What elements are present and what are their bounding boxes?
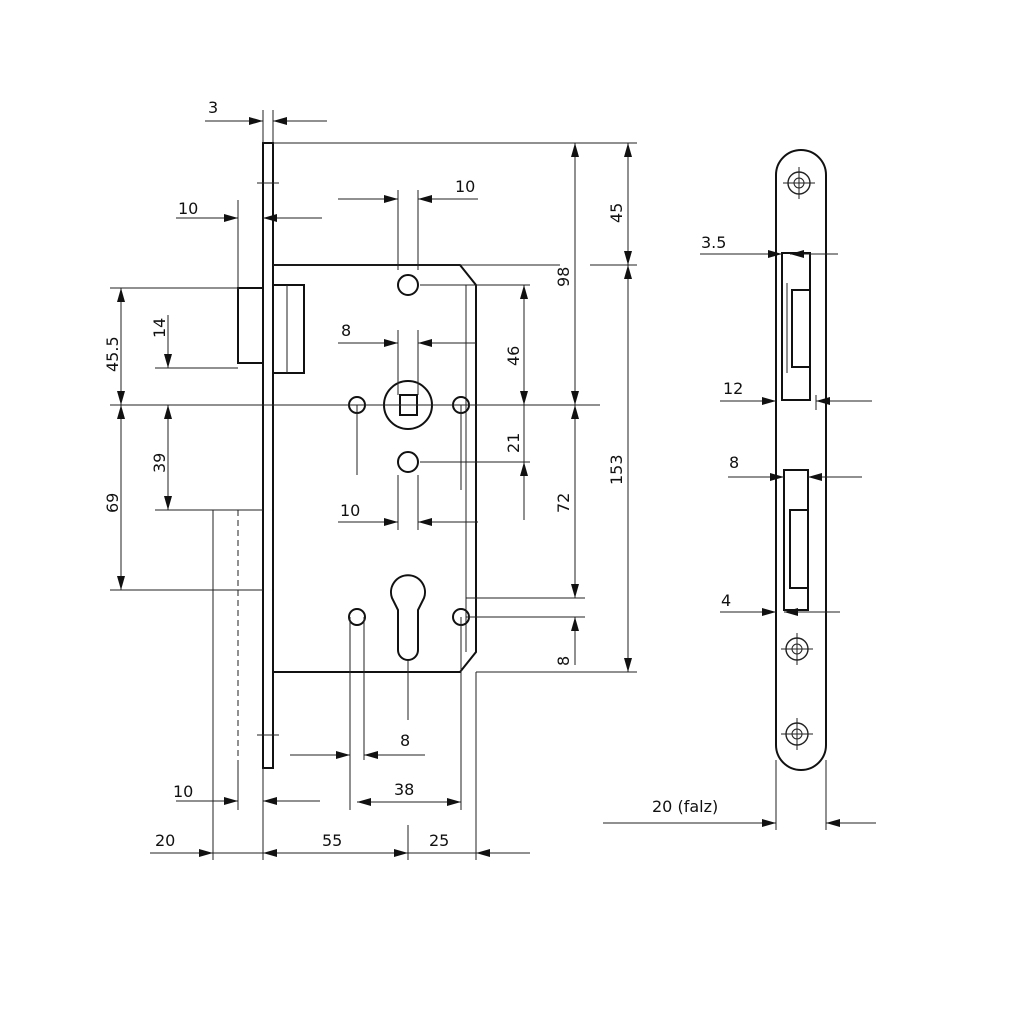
faceplate <box>262 142 274 769</box>
lock-body <box>212 142 477 769</box>
dim-153: 153 <box>607 454 626 485</box>
dim-39: 39 <box>150 453 169 473</box>
dim-3: 3 <box>208 98 218 117</box>
dimension-lines <box>110 110 637 860</box>
dim-4: 4 <box>721 591 731 610</box>
dim-25: 25 <box>429 831 449 850</box>
screw-hole-mid <box>397 451 419 473</box>
dim-10-mid: 10 <box>340 501 360 520</box>
dim-20-falz: 20 (falz) <box>652 797 718 816</box>
dim-10-bottom: 10 <box>173 782 193 801</box>
dim-98: 98 <box>554 267 573 287</box>
dim-12: 12 <box>723 379 743 398</box>
faceplate-front <box>775 149 827 771</box>
dim-45: 45 <box>607 203 626 223</box>
dimension-labels: 3 10 10 8 10 8 38 10 20 55 25 45.5 69 14… <box>103 98 626 850</box>
dim-14: 14 <box>150 318 169 338</box>
faceplate-side-view: 3.5 12 8 4 20 (falz) <box>603 149 876 830</box>
dim-8-plate: 8 <box>729 453 739 472</box>
screw-icon-top <box>783 167 815 199</box>
screw-icon-middle <box>781 633 813 665</box>
latch-tongue <box>791 289 811 368</box>
dim-3-5: 3.5 <box>701 233 726 252</box>
latch-bolt <box>272 284 305 374</box>
screw-hole-top <box>397 274 419 296</box>
dim-38: 38 <box>394 780 414 799</box>
dim-46: 46 <box>504 346 523 366</box>
dim-8-spindle: 8 <box>341 321 351 340</box>
dim-69: 69 <box>103 493 122 513</box>
dim-8-right: 8 <box>554 656 573 666</box>
hole-cyl-left <box>348 608 366 626</box>
dim-8-cylinder: 8 <box>400 731 410 750</box>
dim-20: 20 <box>155 831 175 850</box>
screw-icon-bottom <box>781 718 813 750</box>
dim-10-top-left: 10 <box>178 199 198 218</box>
dim-55: 55 <box>322 831 342 850</box>
cylinder-cutout <box>390 574 426 661</box>
dim-10-top: 10 <box>455 177 475 196</box>
dim-72: 72 <box>554 493 573 513</box>
latch-bolt-outer <box>237 287 264 364</box>
latch-opening <box>781 252 811 401</box>
dim-45-5: 45.5 <box>103 336 122 372</box>
dim-21: 21 <box>504 433 523 453</box>
bolt-tongue <box>789 509 809 589</box>
